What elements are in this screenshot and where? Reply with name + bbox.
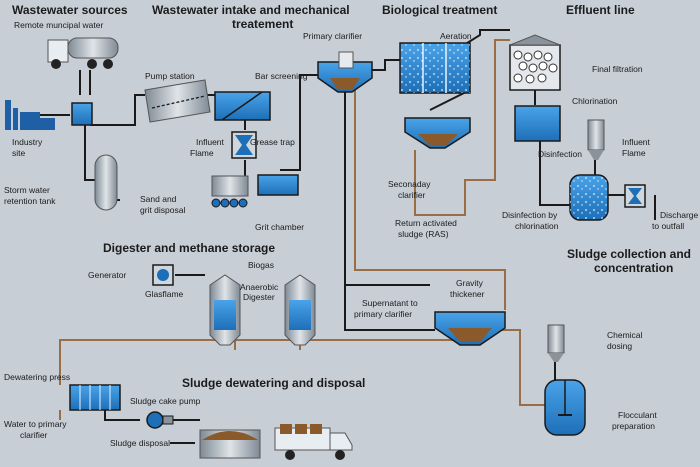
label-influent-flame-2-line2: Flame <box>622 148 646 158</box>
label-flocculant: Flocculant <box>618 410 657 420</box>
label-sand-line2: grit disposal <box>140 205 185 215</box>
secondary-clarifier <box>404 117 471 149</box>
label-influent-flame-2: Influent <box>622 137 651 147</box>
label-gravity: Gravity <box>456 278 484 288</box>
label-sludge-disposal: Sludge disposal <box>110 438 170 448</box>
label-chemical-line2: dosing <box>607 341 632 351</box>
influent-flame-2 <box>624 184 646 208</box>
grease-trap <box>257 174 299 196</box>
junction-box <box>71 102 93 126</box>
label-generator: Generator <box>88 270 126 280</box>
chemical-dosing-tank <box>547 324 565 362</box>
disposal-truck <box>274 424 353 460</box>
chlorination-tank <box>587 119 605 160</box>
label-pump-station: Pump station <box>145 71 195 81</box>
anaerobic-digester-1 <box>209 274 241 346</box>
label-supernatant: Supernatant to <box>362 298 418 308</box>
final-filtration <box>509 34 561 91</box>
water-truck <box>47 37 119 69</box>
bar-screening <box>214 91 271 121</box>
label-bar-screening: Bar screening <box>255 71 308 81</box>
heading-sludge-collection-line2: concentration <box>594 261 673 275</box>
label-supernatant-line2: primary clarifier <box>354 309 412 319</box>
label-discharge: Discharge <box>660 210 699 220</box>
flocculant-tank <box>544 379 586 436</box>
label-industry-line2: site <box>12 148 26 158</box>
gravity-thickener <box>434 311 506 346</box>
label-secondary-line2: clarifier <box>398 190 426 200</box>
heading-effluent: Effluent line <box>566 3 635 17</box>
primary-clarifier <box>317 51 373 93</box>
label-anaerobic: Anaerobic <box>240 282 279 292</box>
label-grit-chamber: Grit chamber <box>255 222 304 232</box>
grit-chamber <box>211 175 249 208</box>
label-primary-clarifier: Primary clarifier <box>303 31 362 41</box>
pump-station <box>144 79 211 123</box>
label-final-filtration: Final filtration <box>592 64 643 74</box>
label-influent-flame-1-line2: Flame <box>190 148 214 158</box>
heading-dewatering: Sludge dewatering and disposal <box>182 376 365 390</box>
label-dewatering-press: Dewatering press <box>4 372 70 382</box>
label-sludge-cake-pump: Sludge cake pump <box>130 396 201 406</box>
aeration-tank <box>399 42 471 94</box>
label-gravity-line2: thickener <box>450 289 485 299</box>
sludge-disposal-bin <box>199 429 261 459</box>
chlorination-vessel <box>569 174 609 221</box>
label-ras-line2: sludge (RAS) <box>398 229 449 239</box>
label-water-to-primary-line2: clarifier <box>20 430 48 440</box>
heading-wastewater-sources: Wastewater sources <box>12 3 128 17</box>
return-pipes <box>59 39 545 420</box>
label-storm: Storm water <box>4 185 50 195</box>
glasflame <box>152 264 174 286</box>
label-secondary: Seconaday <box>388 179 431 189</box>
label-disinfection-chl: Disinfection by <box>502 210 558 220</box>
heading-digester: Digester and methane storage <box>103 241 275 255</box>
label-chemical: Chemical <box>607 330 643 340</box>
storm-water-tank <box>94 154 118 211</box>
label-aeration: Aeration <box>440 31 472 41</box>
dewatering-press <box>69 384 121 411</box>
label-disinfection-chl-line2: chlorination <box>515 221 559 231</box>
label-remote-water: Remote muncipal water <box>14 20 103 30</box>
label-biogas: Biogas <box>248 260 274 270</box>
heading-intake: Wastewater intake and mechanical <box>152 3 350 17</box>
label-flocculant-line2: preparation <box>612 421 655 431</box>
label-discharge-line2: to outfall <box>652 221 684 231</box>
label-anaerobic-line2: Digester <box>243 292 275 302</box>
label-sand: Sand and <box>140 194 177 204</box>
sludge-cake-pump <box>146 411 174 429</box>
heading-biological: Biological treatment <box>382 3 497 17</box>
label-water-to-primary: Water to primary <box>4 419 67 429</box>
label-influent-flame-1: Influent <box>196 137 225 147</box>
industry-site-icon <box>5 100 55 130</box>
label-grease-trap: Grease trap <box>250 137 295 147</box>
heading-sludge-collection: Sludge collection and <box>567 247 691 261</box>
disinfection-tank <box>514 105 561 142</box>
influent-flame-1 <box>231 131 257 159</box>
label-glasflame: Glasflame <box>145 289 184 299</box>
anaerobic-digester-2 <box>284 274 316 346</box>
heading-intake-line2: treatement <box>232 17 293 31</box>
label-ras: Return activated <box>395 218 457 228</box>
label-chlorination: Chlorination <box>572 96 618 106</box>
label-disinfection: Disinfection <box>538 149 582 159</box>
label-industry: Industry <box>12 137 43 147</box>
label-storm-line2: retention tank <box>4 196 56 206</box>
